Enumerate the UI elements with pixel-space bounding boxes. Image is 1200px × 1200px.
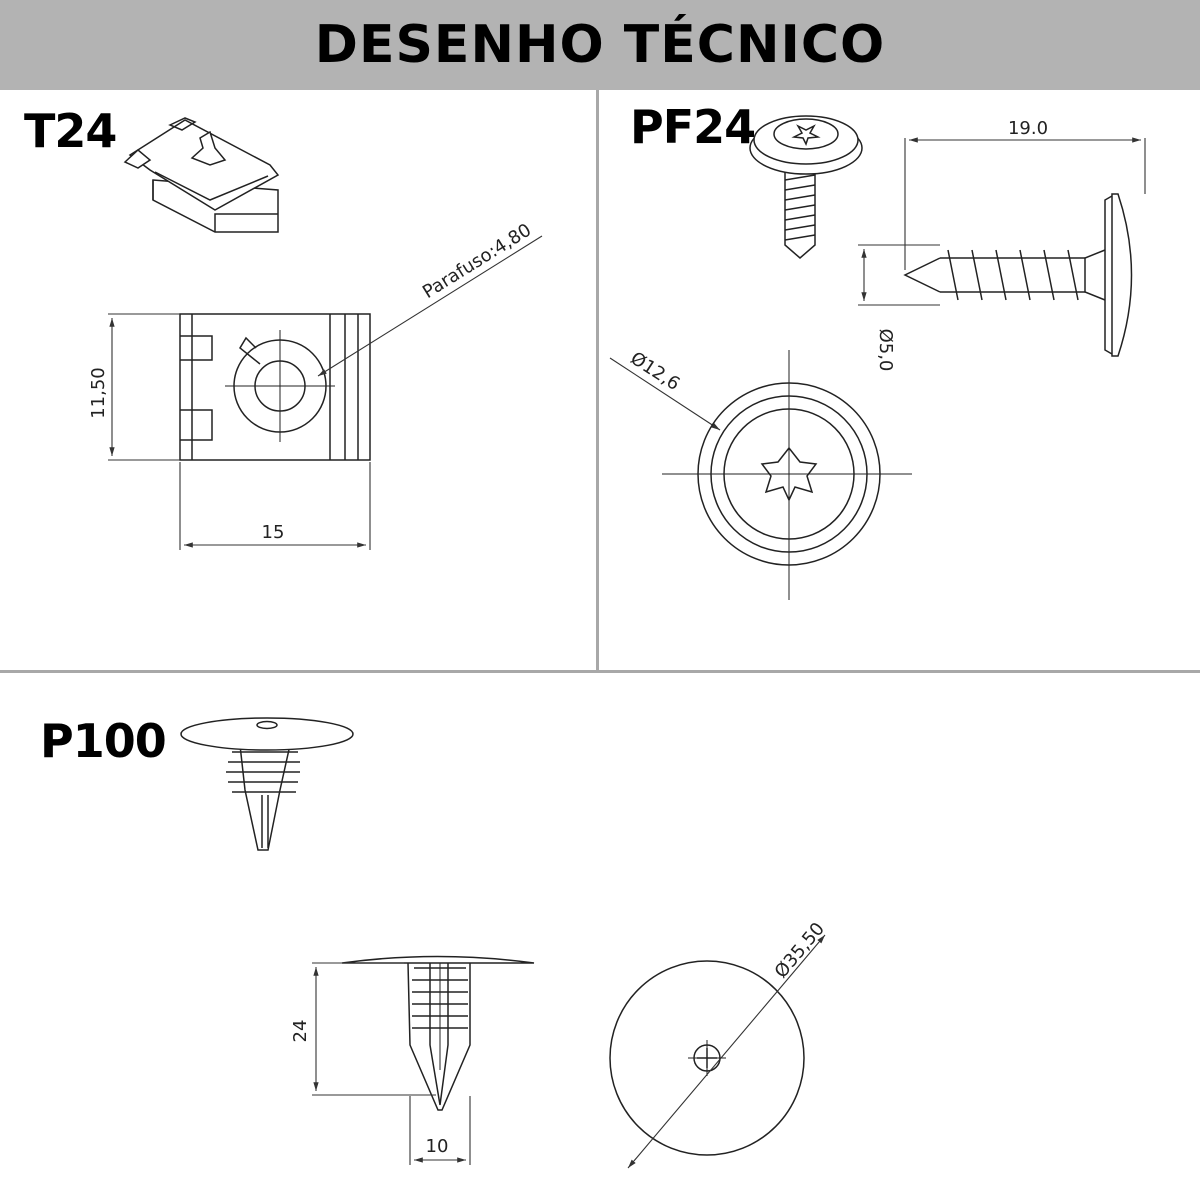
pf24-side-view <box>903 193 1133 357</box>
page-title: DESENHO TÉCNICO <box>314 15 886 75</box>
t24-dim-height: 11,50 <box>88 367 109 419</box>
p100-label: P100 <box>40 714 167 768</box>
p100-dimensions <box>312 962 471 1165</box>
p100-side-view <box>341 955 535 1111</box>
p100-dim-head: Ø35,50 <box>771 919 829 983</box>
horizontal-divider <box>0 670 1200 673</box>
t24-isometric-view <box>123 117 280 233</box>
pf24-top-view <box>662 350 912 600</box>
t24-dimensions <box>108 235 543 550</box>
p100-dim-width: 10 <box>426 1136 449 1157</box>
pf24-dim-length: 19.0 <box>1008 118 1048 139</box>
t24-dim-width: 15 <box>262 522 285 543</box>
p100-isometric-view <box>180 717 354 851</box>
pf24-dimensions <box>609 137 1146 431</box>
p100-dim-height: 24 <box>290 1020 311 1043</box>
t24-dim-screw: Parafuso:4,80 <box>419 220 535 303</box>
pf24-dim-diameter: Ø5,0 <box>875 329 896 372</box>
t24-label: T24 <box>24 104 117 158</box>
t24-front-view <box>179 313 371 461</box>
pf24-isometric-view <box>749 115 863 259</box>
p100-top-view <box>609 934 826 1169</box>
pf24-label: PF24 <box>630 100 756 154</box>
vertical-divider <box>596 90 599 670</box>
header-banner: DESENHO TÉCNICO <box>0 0 1200 90</box>
